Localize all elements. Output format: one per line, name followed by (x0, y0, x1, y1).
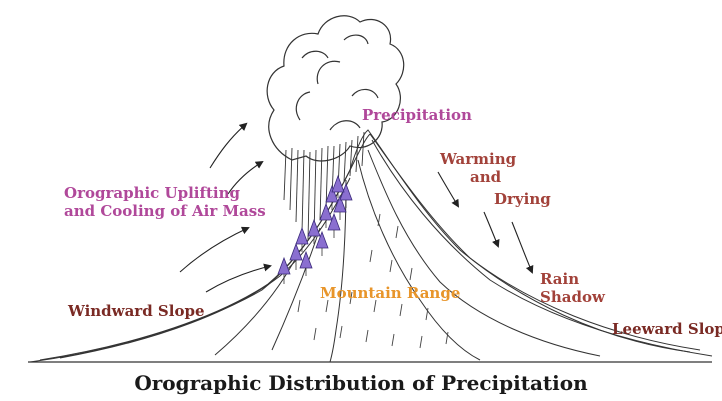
slope-hatching (297, 213, 449, 349)
windward-arrows (179, 122, 272, 293)
forest (277, 174, 353, 284)
tree (277, 256, 291, 284)
leeward-arrows (437, 171, 534, 274)
drying-label: Drying (494, 190, 551, 208)
tree (299, 250, 313, 276)
tree (327, 212, 341, 238)
uplift-label-line2: and Cooling of Air Mass (64, 202, 266, 220)
tree (333, 194, 347, 220)
tree (289, 242, 303, 270)
and-label: and (470, 168, 502, 186)
cloud (266, 15, 405, 162)
warming-label: Warming (440, 150, 517, 168)
tree (325, 184, 339, 210)
mountain-range-label: Mountain Range (320, 284, 461, 302)
tree (319, 202, 333, 228)
leeward-slope-label: Leeward Slope (612, 320, 722, 338)
tree (315, 230, 329, 256)
tree (307, 218, 321, 244)
tree (331, 174, 345, 198)
rain-label: Rain (540, 270, 580, 288)
shadow-label: Shadow (540, 288, 605, 306)
uplift-label-line1: Orographic Uplifting (64, 184, 240, 202)
windward-slope-label: Windward Slope (68, 302, 205, 320)
precipitation-label: Precipitation (362, 106, 472, 124)
mountain (29, 129, 713, 363)
diagram-title: Orographic Distribution of Precipitation (134, 371, 588, 395)
tree (295, 226, 309, 252)
